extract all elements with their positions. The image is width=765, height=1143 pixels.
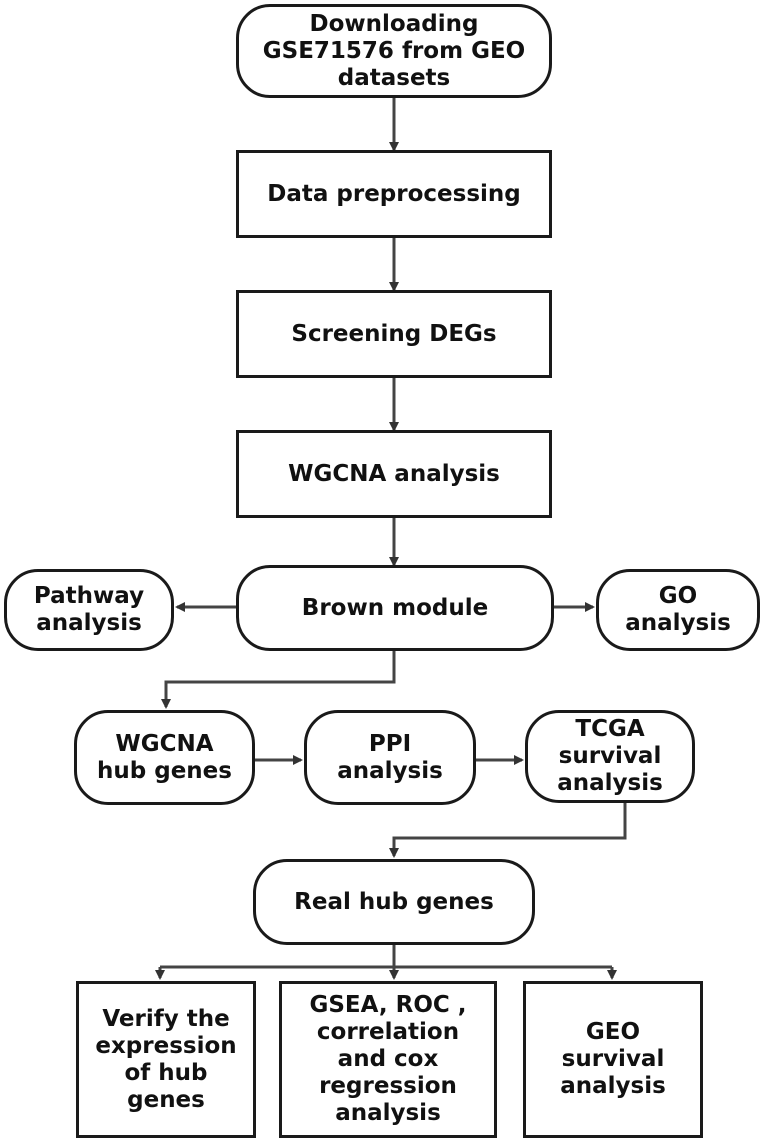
node-geo-survival: GEO survival analysis <box>523 981 703 1138</box>
edge-tcga-to-realhub <box>389 803 627 858</box>
node-download: Downloading GSE71576 from GEO datasets <box>236 4 552 98</box>
edge-brown-to-hubgenes <box>161 651 396 709</box>
node-real-hub-genes: Real hub genes <box>253 859 535 945</box>
node-gsea: GSEA, ROC , correlation and cox regressi… <box>279 981 497 1138</box>
node-screening-degs: Screening DEGs <box>236 290 552 378</box>
node-verify: Verify the expression of hub genes <box>76 981 256 1138</box>
node-go: GO analysis <box>596 569 760 651</box>
node-tcga: TCGA survival analysis <box>525 710 695 803</box>
node-wgcna: WGCNA analysis <box>236 430 552 518</box>
node-preprocess: Data preprocessing <box>236 150 552 238</box>
node-pathway: Pathway analysis <box>4 569 174 651</box>
node-ppi: PPI analysis <box>304 710 476 805</box>
node-brown-module: Brown module <box>236 565 554 651</box>
node-wgcna-hub-genes: WGCNA hub genes <box>74 710 255 805</box>
